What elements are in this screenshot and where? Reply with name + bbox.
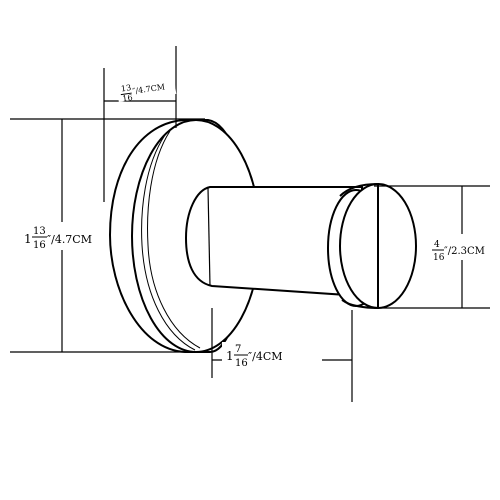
svg-text:1: 1 — [226, 349, 234, 363]
svg-text:″/4CM: ″/4CM — [248, 350, 283, 363]
svg-text:13: 13 — [120, 83, 131, 93]
hook-knob — [327, 182, 417, 310]
svg-text:7: 7 — [235, 344, 241, 355]
label-knob-diameter: 4 16 ″/2.3CM — [428, 234, 496, 263]
svg-text:16: 16 — [122, 93, 133, 103]
svg-text:4: 4 — [434, 240, 440, 250]
hook-post — [184, 186, 363, 298]
label-base-height: 1 13 16 ″/4.7CM — [24, 222, 102, 251]
svg-text:13: 13 — [33, 226, 46, 237]
label-base-depth: 13 16 ″/4.7CM — [116, 74, 177, 103]
svg-text:16: 16 — [235, 358, 248, 369]
svg-text:″/4.7CM: ″/4.7CM — [47, 233, 92, 246]
label-projection: 1 7 16 ″/4CM — [222, 342, 322, 370]
svg-text:1: 1 — [24, 232, 32, 246]
base-plate — [108, 119, 261, 353]
svg-text:16: 16 — [33, 240, 46, 251]
svg-text:″/2.3CM: ″/2.3CM — [444, 246, 485, 257]
svg-text:16: 16 — [433, 253, 445, 263]
